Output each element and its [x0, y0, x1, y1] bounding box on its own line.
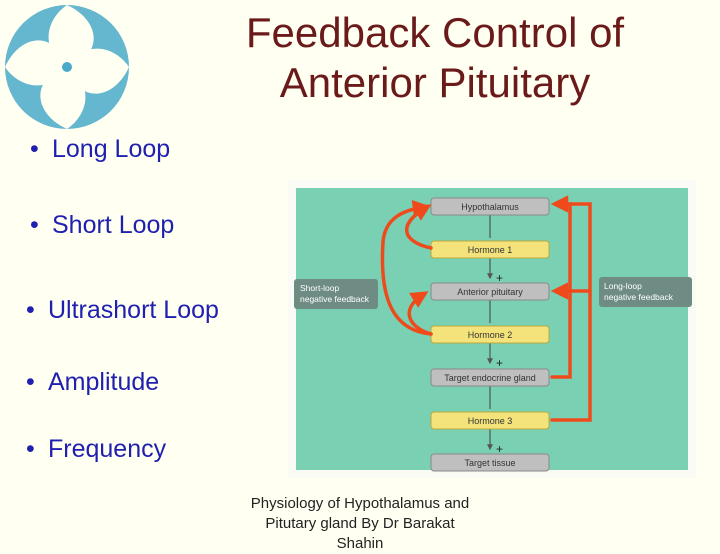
- title-line-2: Anterior Pituitary: [279, 59, 591, 106]
- node-anterior-pituitary: Anterior pituitary: [430, 282, 550, 301]
- node-label: Target tissue: [464, 458, 515, 468]
- node-target-endocrine-gland: Target endocrine gland: [430, 368, 550, 387]
- long-loop-label: Long-loop negative feedback: [599, 277, 692, 307]
- node-label: Anterior pituitary: [457, 287, 523, 297]
- node-label: Hormone 1: [468, 245, 513, 255]
- bullet-symbol: •: [30, 211, 39, 239]
- node-target-tissue: Target tissue: [430, 453, 550, 472]
- plus-sign: +: [496, 442, 503, 456]
- bullet-text: Short Loop: [52, 211, 175, 239]
- short-loop-arrows: [380, 199, 433, 336]
- node-hormone-1: Hormone 1: [430, 240, 550, 259]
- bullet-symbol: •: [26, 368, 35, 396]
- slide-title: Feedback Control of Anterior Pituitary: [150, 8, 720, 108]
- short-loop-label-line-1: Short-loop: [300, 283, 339, 293]
- plus-sign: +: [496, 356, 503, 370]
- bullet-item: • Amplitude: [26, 368, 159, 397]
- node-hypothalamus: Hypothalamus: [430, 197, 550, 216]
- long-loop-arrows: [550, 195, 592, 422]
- plus-sign: +: [496, 271, 503, 285]
- node-hormone-2: Hormone 2: [430, 325, 550, 344]
- long-loop-label-line-1: Long-loop: [604, 281, 642, 291]
- short-loop-label-line-2: negative feedback: [300, 294, 370, 304]
- bullet-item: • Frequency: [26, 435, 166, 464]
- long-loop-label-line-2: negative feedback: [604, 292, 674, 302]
- bullet-text: Amplitude: [48, 368, 160, 396]
- node-hormone-3: Hormone 3: [430, 411, 550, 430]
- title-line-1: Feedback Control of: [245, 9, 625, 56]
- bullet-symbol: •: [26, 296, 35, 324]
- bullet-symbol: •: [30, 135, 39, 163]
- feedback-diagram: + + + Hypothalamus Hormone 1 Anterior pi…: [288, 180, 696, 478]
- node-label: Hormone 3: [468, 416, 513, 426]
- node-label: Hormone 2: [468, 330, 513, 340]
- bullet-text: Ultrashort Loop: [48, 296, 219, 324]
- bullet-item: • Long Loop: [30, 135, 170, 164]
- bullet-text: Frequency: [48, 435, 167, 463]
- bullet-item: • Short Loop: [30, 211, 174, 240]
- node-label: Hypothalamus: [461, 202, 519, 212]
- bullet-text: Long Loop: [52, 135, 171, 163]
- bullet-item: • Ultrashort Loop: [26, 296, 219, 325]
- slide-caption: Physiology of Hypothalamus and Pitutary …: [250, 495, 470, 552]
- node-label: Target endocrine gland: [444, 373, 536, 383]
- spiral-logo-icon: [5, 5, 129, 129]
- bullet-list: •Long Loop •Short Loop •Ultrashort Loop …: [0, 0, 290, 540]
- short-loop-label: Short-loop negative feedback: [294, 279, 378, 309]
- bullet-symbol: •: [26, 435, 35, 463]
